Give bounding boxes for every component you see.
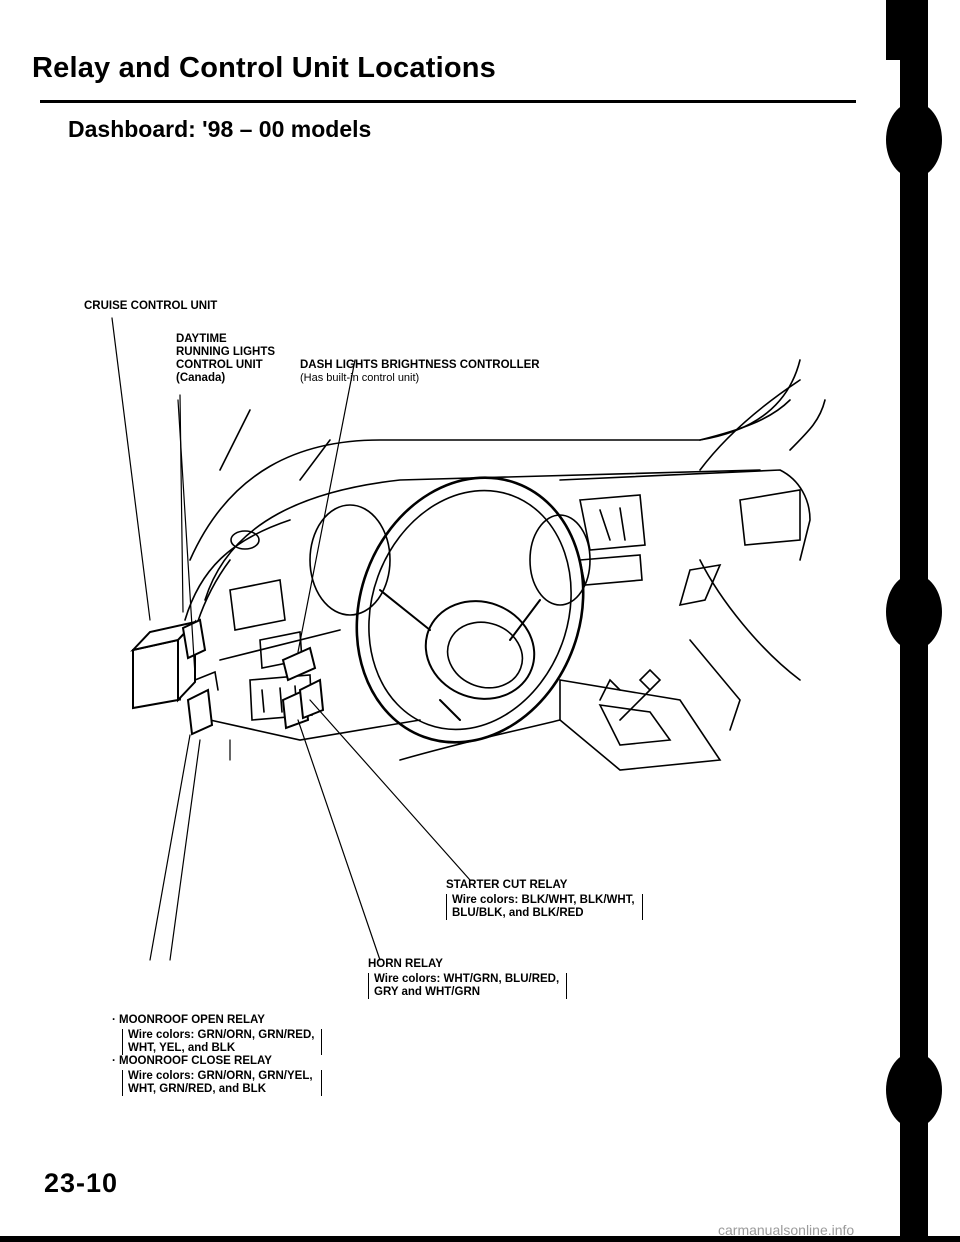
moonroof-open-title: · MOONROOF OPEN RELAY [112,1014,265,1026]
title-rule [40,100,856,103]
moonroof-open-wire-colors: Wire colors: GRN/ORN, GRN/RED, WHT, YEL,… [122,1029,323,1055]
hole-punch-3 [886,1052,942,1128]
horn-title: HORN RELAY [368,958,443,970]
dash-lights-title: DASH LIGHTS BRIGHTNESS CONTROLLER [300,359,540,371]
page-number: 23-10 [44,1168,119,1198]
hole-punch-1 [886,102,942,178]
starter-title: STARTER CUT RELAY [446,879,568,891]
moonroof-relays-label: · MOONROOF OPEN RELAY Wire colors: GRN/O… [112,1014,323,1096]
drl-control-unit-label: DAYTIME RUNNING LIGHTS CONTROL UNIT (Can… [176,333,275,385]
horn-wires-line-1: Wire colors: WHT/GRN, BLU/RED, [374,973,560,985]
dash-lights-controller-label: DASH LIGHTS BRIGHTNESS CONTROLLER (Has b… [300,359,540,385]
dash-lights-note: (Has built-in control unit) [300,372,420,384]
horn-wire-colors: Wire colors: WHT/GRN, BLU/RED, GRY and W… [368,973,568,999]
moonroof-close-wires-line-2: WHT, GRN/RED, and BLK [128,1083,266,1095]
moonroof-close-title: · MOONROOF CLOSE RELAY [112,1055,272,1067]
bottom-bar [0,1236,960,1242]
hole-punch-2 [886,574,942,650]
bar-top-notch [886,0,902,60]
starter-cut-relay-label: STARTER CUT RELAY Wire colors: BLK/WHT, … [446,879,643,920]
horn-wires-line-2: GRY and WHT/GRN [374,986,481,998]
cruise-control-unit-label: CRUISE CONTROL UNIT [84,300,218,312]
drl-line-1: DAYTIME [176,333,227,345]
starter-wire-colors: Wire colors: BLK/WHT, BLK/WHT, BLU/BLK, … [446,894,643,920]
moonroof-close-wires-line-1: Wire colors: GRN/ORN, GRN/YEL, [128,1070,313,1082]
moonroof-close-wire-colors: Wire colors: GRN/ORN, GRN/YEL, WHT, GRN/… [122,1070,323,1096]
page-title: Relay and Control Unit Locations [32,52,496,84]
watermark: carmanualsonline.info [718,1222,855,1238]
moonroof-open-wires-line-1: Wire colors: GRN/ORN, GRN/RED, [128,1029,315,1041]
horn-relay-label: HORN RELAY Wire colors: WHT/GRN, BLU/RED… [368,958,568,999]
section-subtitle: Dashboard: '98 – 00 models [68,116,372,142]
drl-line-2: RUNNING LIGHTS [176,346,276,358]
drl-line-4: (Canada) [176,372,226,384]
drl-line-3: CONTROL UNIT [176,359,263,371]
starter-wires-line-2: BLU/BLK, and BLK/RED [452,907,584,919]
moonroof-open-wires-line-2: WHT, YEL, and BLK [128,1042,236,1054]
starter-wires-line-1: Wire colors: BLK/WHT, BLK/WHT, [452,894,635,906]
